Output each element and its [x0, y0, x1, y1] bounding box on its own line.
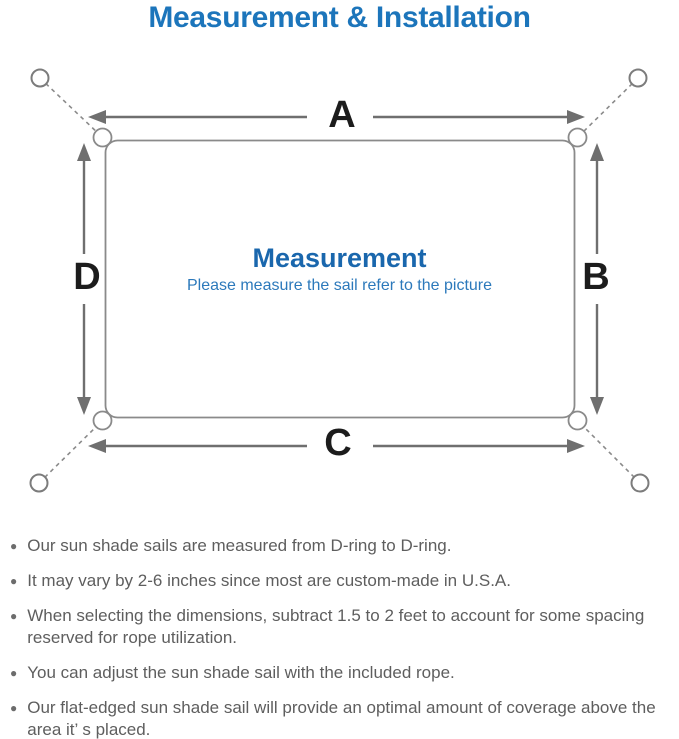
center-subtitle: Please measure the sail refer to the pic… — [186, 277, 493, 294]
d-ring-icon — [92, 410, 113, 431]
dim-label-c: C — [324, 422, 352, 464]
dim-label-a: A — [328, 94, 356, 136]
anchor-point-icon — [30, 68, 50, 88]
d-ring-icon — [567, 410, 588, 431]
arrowhead-icon — [567, 110, 585, 124]
note-item: ● Our flat-edged sun shade sail will pro… — [10, 697, 673, 739]
note-item: ● When selecting the dimensions, subtrac… — [10, 605, 673, 649]
note-item: ● It may vary by 2-6 inches since most a… — [10, 570, 673, 592]
sail-measurement-diagram — [29, 68, 650, 493]
note-text: Our sun shade sails are measured from D-… — [27, 536, 452, 555]
note-text: It may vary by 2-6 inches since most are… — [27, 571, 511, 590]
arrowhead-icon — [567, 439, 585, 453]
bullet-icon: ● — [10, 574, 18, 588]
dim-label-d: D — [73, 256, 101, 298]
anchor-point-icon — [628, 68, 648, 88]
note-text: You can adjust the sun shade sail with t… — [27, 663, 455, 682]
d-ring-icon — [92, 127, 113, 148]
rope-dashed-line — [38, 421, 102, 484]
note-text: Our flat-edged sun shade sail will provi… — [27, 698, 656, 739]
arrowhead-icon — [88, 110, 106, 124]
bullet-icon: ● — [10, 701, 18, 715]
arrowhead-icon — [88, 439, 106, 453]
note-text: When selecting the dimensions, subtract … — [27, 606, 645, 647]
arrowhead-icon — [590, 397, 604, 415]
arrowhead-icon — [77, 143, 91, 161]
anchor-point-icon — [630, 473, 650, 493]
note-item: ● You can adjust the sun shade sail with… — [10, 662, 673, 684]
center-heading: Measurement — [252, 243, 427, 273]
sail-body — [105, 140, 575, 418]
anchor-points — [29, 68, 650, 493]
arrowhead-icon — [77, 397, 91, 415]
bullet-icon: ● — [10, 666, 18, 680]
rope-dashed-line — [578, 421, 641, 484]
rope-dashed-line — [39, 77, 102, 137]
dim-label-b: B — [582, 256, 610, 298]
rope-dashed-line — [578, 77, 639, 137]
rope-lines — [38, 77, 641, 484]
bullet-icon: ● — [10, 609, 18, 623]
bullet-icon: ● — [10, 539, 18, 553]
note-item: ● Our sun shade sails are measured from … — [10, 535, 673, 557]
anchor-point-icon — [29, 473, 49, 493]
page-title: Measurement & Installation — [148, 1, 531, 34]
arrowhead-icon — [590, 143, 604, 161]
d-ring-icon — [567, 127, 588, 148]
sail-outline — [104, 139, 576, 419]
d-rings — [92, 127, 588, 431]
notes-list: ● Our sun shade sails are measured from … — [10, 535, 673, 739]
